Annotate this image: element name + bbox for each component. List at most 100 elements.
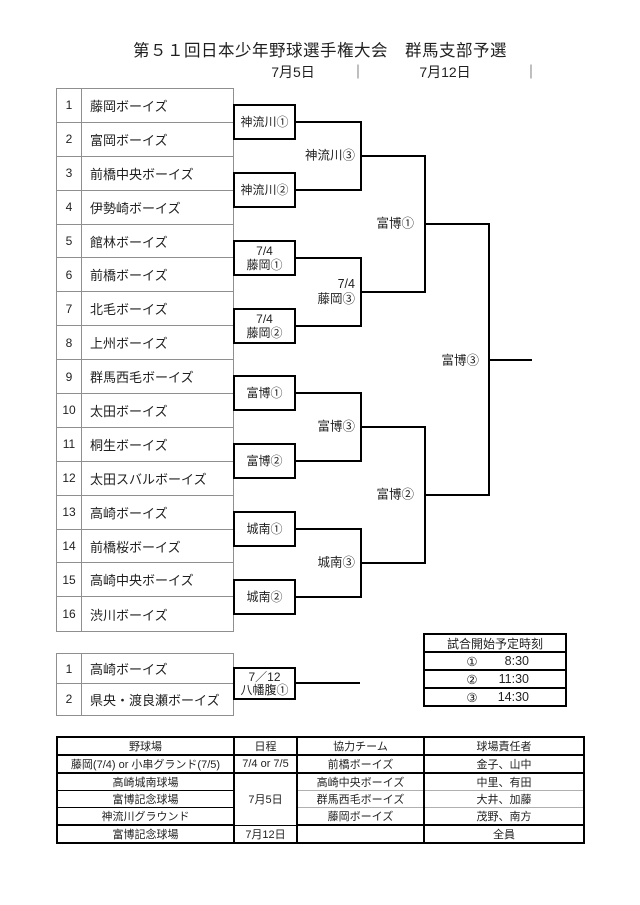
match-box-kannagawa2: 神流川② bbox=[233, 172, 296, 208]
venue-cell: 神流川グラウンド bbox=[56, 807, 235, 826]
match-box-tomihaku2: 富博② bbox=[233, 443, 296, 479]
date-label-july5: 7月5日 bbox=[271, 64, 315, 80]
bracket-line bbox=[360, 291, 426, 293]
venues-row: 神流川グラウンド 藤岡ボーイズ 茂野、南方 bbox=[56, 807, 585, 826]
team-number: 4 bbox=[57, 190, 82, 225]
page-title: 第５１回日本少年野球選手権大会 群馬支部予選 bbox=[133, 42, 507, 60]
bracket-line bbox=[296, 189, 362, 191]
team-number: 1 bbox=[57, 654, 82, 685]
team-name: 高崎中央ボーイズ bbox=[82, 563, 233, 598]
consolation-match-box: 7／12 八幡腹① bbox=[233, 667, 296, 700]
bracket-line bbox=[296, 325, 362, 327]
team-number: 2 bbox=[57, 684, 82, 715]
venue-cell: 富博記念球場 bbox=[56, 824, 235, 844]
bracket-line bbox=[296, 392, 362, 394]
team-name: 前橋桜ボーイズ bbox=[82, 530, 233, 564]
match-label: 神流川① bbox=[240, 115, 289, 129]
bracket-line bbox=[296, 528, 362, 530]
venues-header-row: 野球場 日程 協力チーム 球場責任者 bbox=[56, 736, 585, 756]
bracket-line bbox=[296, 682, 360, 684]
bracket-line bbox=[296, 121, 362, 123]
team-name: 高崎ボーイズ bbox=[82, 496, 233, 530]
manager-cell: 全員 bbox=[423, 824, 585, 844]
match-date: 7／12 bbox=[248, 669, 281, 684]
team-number: 11 bbox=[57, 427, 82, 462]
date-cell: 7/4 or 7/5 bbox=[233, 754, 298, 774]
venue-cell: 高崎城南球場 bbox=[56, 772, 235, 791]
bracket-line bbox=[424, 494, 490, 496]
team-name: 藤岡ボーイズ bbox=[82, 89, 233, 123]
manager-cell: 大井、加藤 bbox=[423, 790, 585, 808]
manager-cell: 中里、有田 bbox=[423, 772, 585, 791]
team-number: 8 bbox=[57, 326, 82, 361]
col-header-schedule: 日程 bbox=[233, 736, 298, 756]
team-number: 5 bbox=[57, 224, 82, 259]
game-number: ① bbox=[466, 654, 478, 669]
match-box-jonan2: 城南② bbox=[233, 579, 296, 615]
team-number: 14 bbox=[57, 529, 82, 564]
team-name: 館林ボーイズ bbox=[82, 225, 233, 259]
match-label: 藤岡② bbox=[246, 326, 283, 340]
venues-row: 藤岡(7/4) or 小串グランド(7/5) 7/4 or 7/5 前橋ボーイズ… bbox=[56, 754, 585, 774]
col-header-ballpark: 野球場 bbox=[56, 736, 235, 756]
game-number: ③ bbox=[466, 690, 478, 705]
team-name: 伊勢崎ボーイズ bbox=[82, 191, 233, 225]
start-time-row: ③ 14:30 bbox=[425, 689, 565, 705]
date-label-july12: 7月12日 bbox=[419, 64, 471, 80]
team-number: 16 bbox=[57, 597, 82, 632]
match-date: 7/4 bbox=[256, 244, 273, 258]
match-label: 富博③ bbox=[441, 353, 479, 368]
team-number: 15 bbox=[57, 563, 82, 598]
venue-cell: 富博記念球場 bbox=[56, 790, 235, 808]
team-cell bbox=[296, 824, 425, 844]
match-label: 神流川② bbox=[240, 183, 289, 197]
team-name: 渋川ボーイズ bbox=[90, 607, 168, 623]
game-time: 8:30 bbox=[504, 654, 529, 668]
match-label: 藤岡① bbox=[246, 258, 283, 272]
team-cell: 前橋ボーイズ bbox=[296, 754, 425, 774]
match-box-kannagawa1: 神流川① bbox=[233, 104, 296, 140]
venues-row: 高崎城南球場 7月5日 高崎中央ボーイズ 中里、有田 bbox=[56, 772, 585, 826]
match-label: 富博② bbox=[376, 487, 414, 502]
semifinal-label-2: 富博② bbox=[324, 488, 414, 503]
match-box-jonan1: 城南① bbox=[233, 511, 296, 547]
team-name: 富岡ボーイズ bbox=[82, 123, 233, 157]
team-cell: 群馬西毛ボーイズ bbox=[296, 790, 425, 808]
bracket-line bbox=[360, 426, 426, 428]
match-date: 7/4 bbox=[256, 312, 273, 326]
game-time: 14:30 bbox=[497, 690, 529, 704]
team-name: 太田ボーイズ bbox=[82, 394, 233, 428]
manager-cell: 茂野、南方 bbox=[423, 807, 585, 826]
start-time-row: ① 8:30 bbox=[425, 653, 565, 671]
col-header-support-team: 協力チーム bbox=[296, 736, 425, 756]
match-box-tomihaku1: 富博① bbox=[233, 375, 296, 411]
bracket-line bbox=[296, 460, 362, 462]
match-label: 八幡腹① bbox=[240, 682, 289, 697]
team-number: 10 bbox=[57, 394, 82, 428]
venues-row: 富博記念球場 群馬西毛ボーイズ 大井、加藤 bbox=[56, 790, 585, 808]
match-label: 富博③ bbox=[317, 419, 355, 434]
bracket-line bbox=[424, 223, 490, 225]
venues-row: 富博記念球場 7月12日 全員 bbox=[56, 824, 585, 844]
date-separator-bar: ｜ bbox=[524, 64, 538, 80]
semifinal-label-1: 富博① bbox=[324, 217, 414, 232]
team-cell: 高崎中央ボーイズ bbox=[296, 772, 425, 791]
team-number: 12 bbox=[57, 461, 82, 496]
match-label: 富博① bbox=[376, 216, 414, 231]
game-time: 11:30 bbox=[498, 672, 529, 686]
team-number: 3 bbox=[57, 156, 82, 191]
team-name: 前橋中央ボーイズ bbox=[82, 157, 233, 191]
match-label: 城南① bbox=[246, 522, 283, 536]
team-name: 北毛ボーイズ bbox=[82, 292, 233, 327]
team-cell: 藤岡ボーイズ bbox=[296, 807, 425, 826]
manager-cell: 金子、山中 bbox=[423, 754, 585, 774]
match-label: 神流川③ bbox=[304, 148, 355, 163]
team-name: 桐生ボーイズ bbox=[82, 428, 233, 462]
